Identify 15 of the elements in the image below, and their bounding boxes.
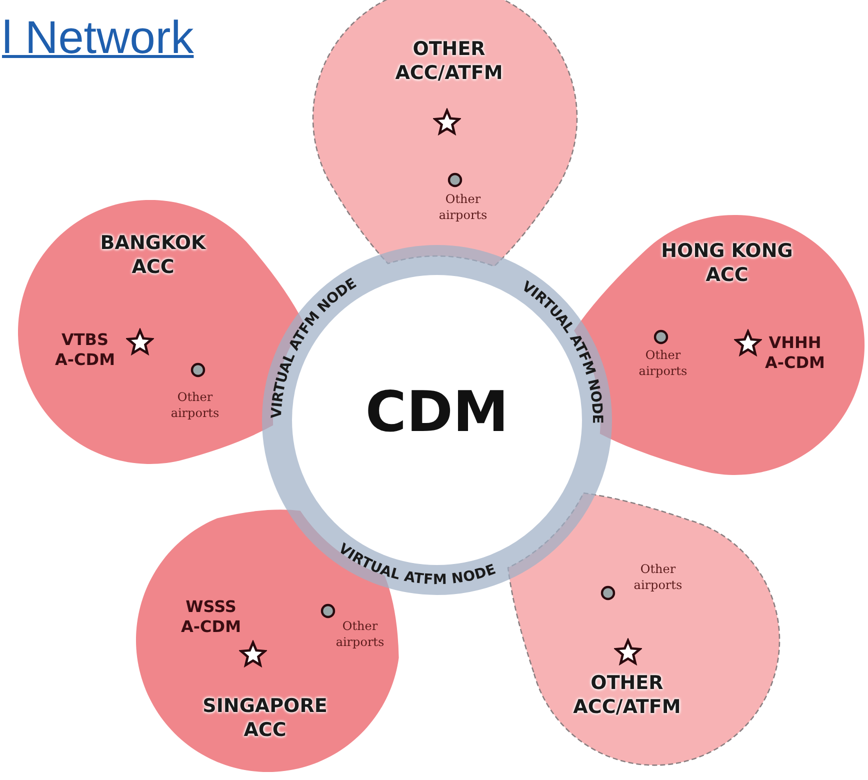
center-name: BANGKOK ACC <box>99 232 207 280</box>
airport-note: Other airports <box>170 390 220 422</box>
center-name: OTHER ACC/ATFM <box>572 672 682 720</box>
airport-note: Other airports <box>334 619 386 650</box>
airport-code: VTBS A-CDM <box>54 330 116 370</box>
airport-note: Other airports <box>438 192 488 224</box>
title: l Network <box>2 10 194 64</box>
airport-code: VHHH A-CDM <box>764 333 826 373</box>
airport-code: WSSS A-CDM <box>180 597 242 637</box>
hub-title: CDM <box>364 385 510 441</box>
airport-note: Other airports <box>632 562 684 594</box>
center-name: SINGAPORE ACC <box>202 695 328 742</box>
center-name: HONG KONG ACC <box>660 240 794 288</box>
center-name: OTHER ACC/ATFM <box>394 38 504 86</box>
airport-note: Other airports <box>638 348 688 380</box>
